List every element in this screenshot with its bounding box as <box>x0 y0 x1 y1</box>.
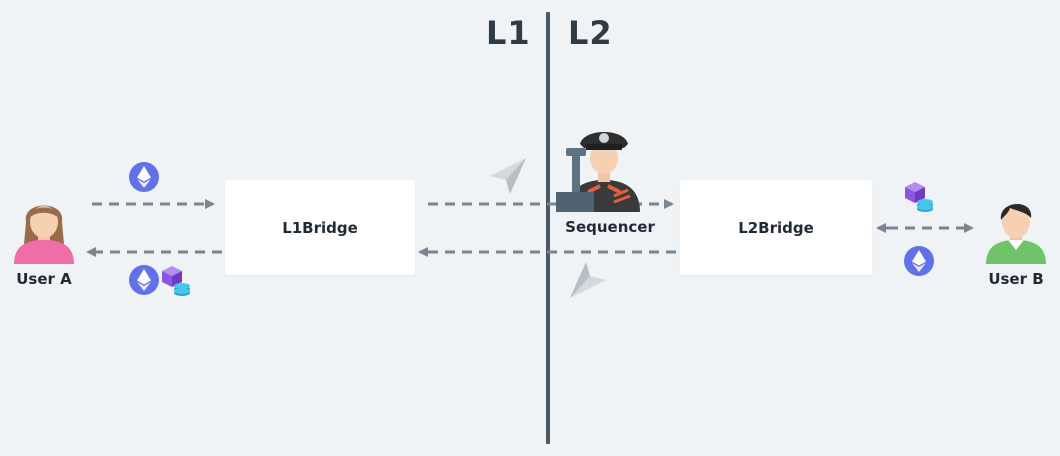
ethereum-icon <box>129 265 159 295</box>
paper-plane-icon <box>570 262 606 298</box>
user-b-label: User B <box>988 270 1044 288</box>
l1bridge-box: L1Bridge <box>225 180 415 275</box>
layer-divider <box>546 12 550 444</box>
ethereum-icon <box>904 246 934 276</box>
token-cube-icon <box>905 182 933 212</box>
sequencer-officer-icon <box>556 132 640 212</box>
layer-label-l1: L1 <box>486 14 531 52</box>
ethereum-icon <box>129 162 159 192</box>
user-a-label: User A <box>16 270 72 288</box>
l2bridge-box: L2Bridge <box>680 180 872 275</box>
user-a-avatar-icon <box>14 205 74 264</box>
token-cube-icon <box>162 266 190 296</box>
sequencer-label: Sequencer <box>565 218 655 236</box>
layer-label-l2: L2 <box>568 14 613 52</box>
user-b-avatar-icon <box>986 203 1046 264</box>
paper-plane-icon <box>490 158 526 194</box>
